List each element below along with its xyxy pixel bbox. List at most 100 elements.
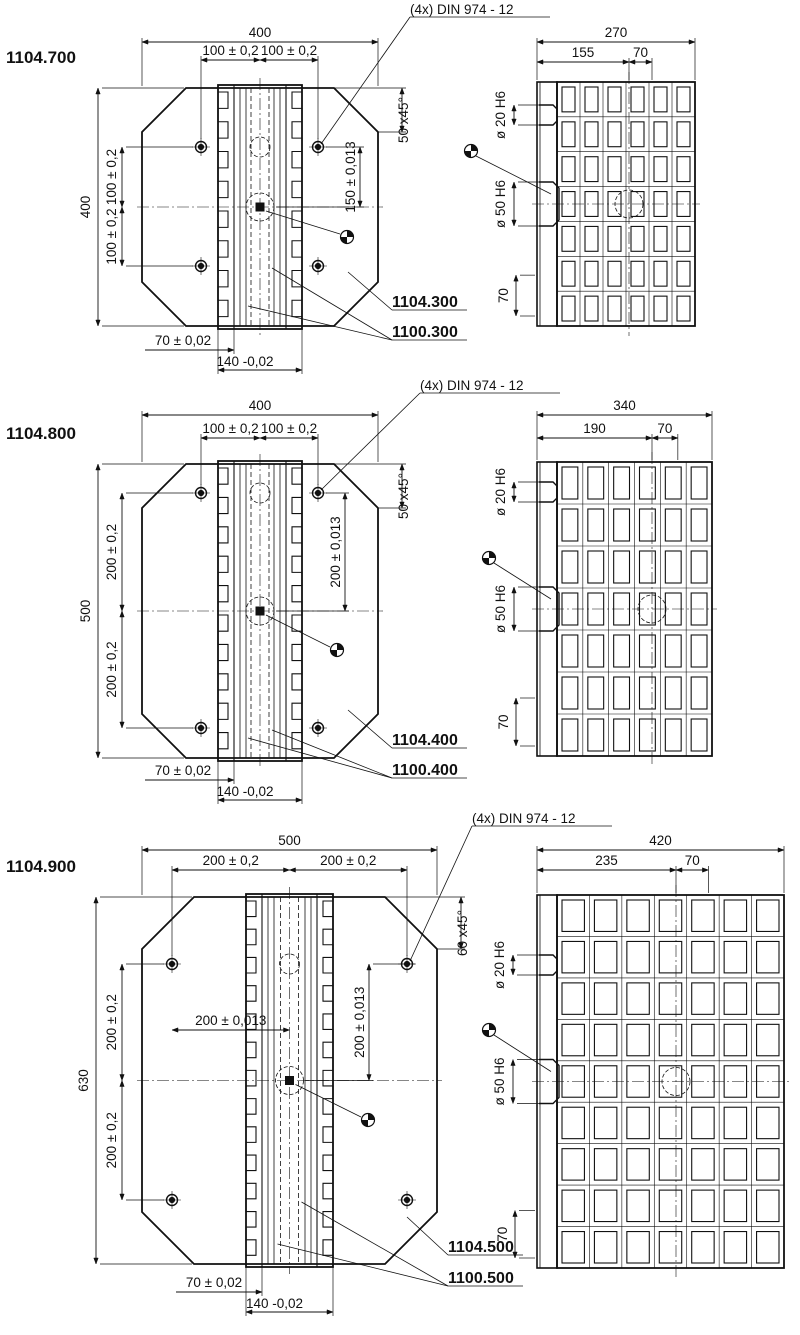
dimension-arrow [536,867,544,873]
rail-width-label: 140 -0,02 [216,354,273,369]
grid-cell [593,899,618,932]
grid-cell [626,1065,650,1098]
grid-cell [626,899,650,932]
pin-symbol [329,642,345,658]
grid-cell [587,676,605,710]
dimension-arrow [200,57,208,63]
grid-cell [653,225,668,252]
grid-cell [638,466,656,500]
grid-cell [658,1189,683,1223]
grid-block-outline [556,894,785,1269]
grid-cell [630,295,645,322]
dimension-arrow [513,309,519,317]
grid-cell [756,1023,780,1057]
dimension-label: 70 [657,421,672,436]
dimension-label: 150 ± 0,013 [343,141,358,212]
rail-offset-label: 70 ± 0,02 [155,333,211,348]
mounting-hole [192,138,210,156]
center-bore-square [255,606,265,616]
pin-symbol-quadrant [347,230,354,237]
dimension-arrow [777,847,785,853]
grid-cell [561,1231,585,1264]
grid-cell [638,676,656,710]
grid-cell [584,225,599,252]
bore-large-label: ø 50 H6 [493,585,508,633]
dimension-arrow [688,39,696,45]
grid-cell [593,1189,618,1223]
grid-cell [691,982,715,1015]
grid-cell [613,718,631,752]
grid-cell [756,1231,780,1264]
grid-cell [587,550,605,584]
grid-cell [638,508,656,542]
dimension-arrow [669,867,677,873]
grid-cell [587,508,605,542]
dimension-label: 100 ± 0,2 [104,208,119,264]
dimension-arrow [93,896,99,904]
grid-cell [561,121,576,148]
rail-offset-label: 70 ± 0,02 [155,763,211,778]
dimension-arrow [119,492,125,500]
bore-pocket-small [539,481,558,503]
din-note: (4x) DIN 974 - 12 [472,811,576,826]
dimension-label: 190 [583,421,606,436]
dimension-arrow [93,1257,99,1265]
dimension-arrow [295,367,303,373]
grid-cell [607,225,622,252]
leader-line [277,1243,449,1287]
dimension-arrow [311,435,319,441]
grid-cell [658,982,683,1015]
pin-symbol [481,550,497,566]
center-bore-hidden [614,189,644,219]
bore-pocket-small [539,104,558,126]
mounting-hole [163,1191,181,1209]
grid-cell [638,634,656,668]
dimension-arrow [511,481,517,489]
dimension-arrow [510,1097,516,1105]
grid-cell [723,1106,748,1140]
center-bore-hidden [637,594,667,624]
grid-cell [653,121,668,148]
dimension-label: 70 [495,1227,510,1242]
dimension-arrow [366,1074,372,1082]
dimension-label: 100 ± 0,2 [261,421,317,436]
dimension-arrow [119,146,125,154]
dimension-arrow [671,435,679,441]
pin-symbol-quadrant [471,144,478,151]
dimension-arrow [342,604,348,612]
dimension-arrow [399,125,405,133]
grid-cell [664,550,682,584]
grid-cell [613,634,631,668]
grid-cell [561,718,579,752]
leader-line [271,729,393,779]
dimension-arrow [510,1058,516,1066]
grid-cell [723,1148,748,1181]
grid-cell [626,1106,650,1140]
rail-tslot-profile [291,91,303,318]
dimension-arrow [536,39,544,45]
pin-symbol-quadrant [482,558,489,565]
dimension-arrow [400,867,408,873]
dimension-arrow [326,1309,334,1315]
mounting-hole [398,1191,416,1209]
rail-width-label: 140 -0,02 [216,784,273,799]
grid-cell [587,718,605,752]
grid-cell [756,1148,780,1181]
bore-large-label: ø 50 H6 [493,180,508,228]
pin-symbol [339,229,355,245]
grid-cell [613,550,631,584]
dimension-arrow [510,954,516,962]
grid-cell [561,676,579,710]
dimension-arrow [342,492,348,500]
pin-symbol-quadrant [489,1023,496,1030]
dimension-label: 200 ± 0,2 [104,1112,119,1168]
grid-cell [561,225,576,252]
grid-cell [638,550,656,584]
dimension-arrow [141,39,149,45]
mounting-hole [192,257,210,275]
leader-line [265,210,341,235]
grid-cell [723,940,748,974]
dimension-arrow [371,39,379,45]
dimension-arrow [511,104,517,112]
